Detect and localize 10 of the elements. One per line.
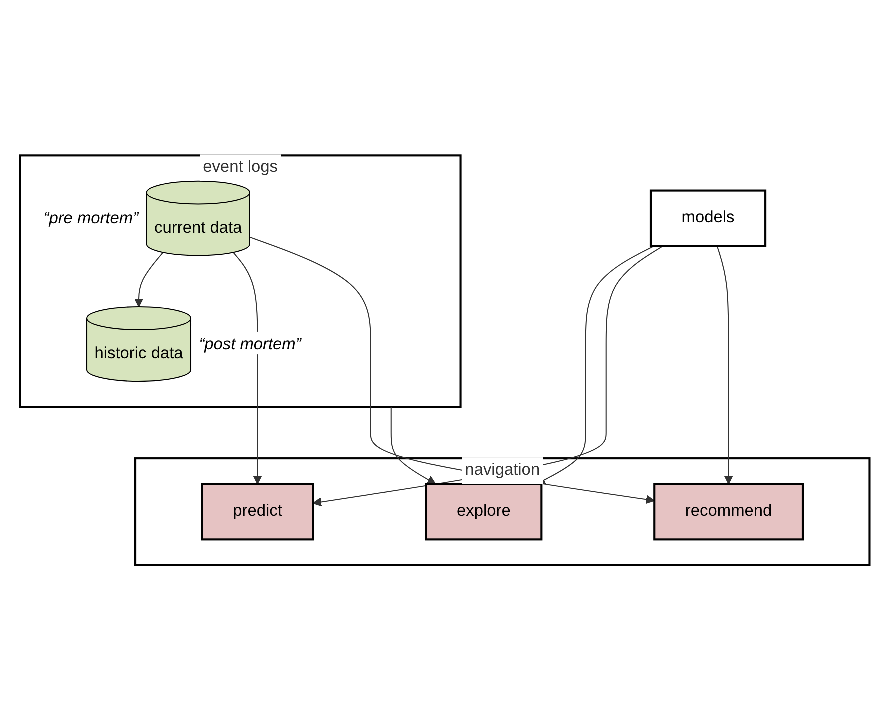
node-box: explore xyxy=(425,483,543,541)
node-box: predict xyxy=(201,483,314,541)
arrow xyxy=(390,407,436,485)
arrow xyxy=(134,252,164,308)
arrow xyxy=(233,252,262,485)
annotation-text: “post mortem” xyxy=(199,335,302,354)
node-box: recommend xyxy=(654,483,804,541)
annotation-text: “pre mortem” xyxy=(44,210,139,228)
arrow xyxy=(716,246,734,485)
node-box: models xyxy=(650,190,767,248)
